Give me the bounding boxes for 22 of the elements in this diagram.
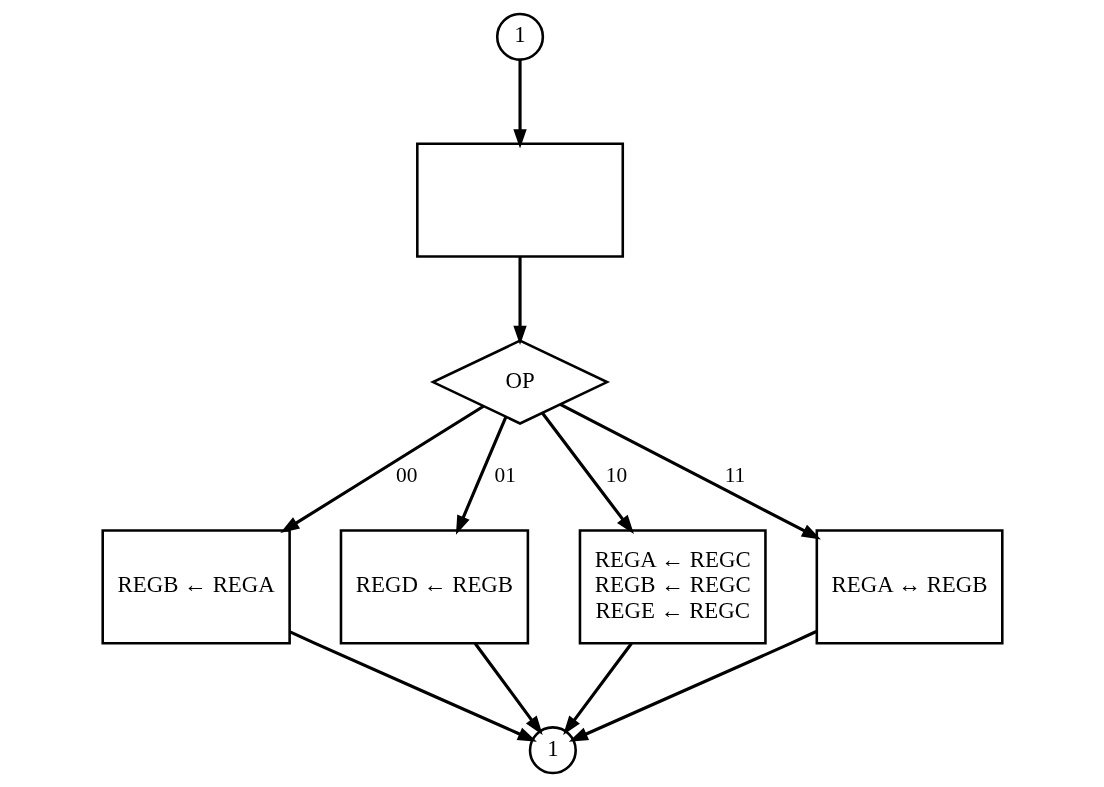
node-circle: 1 <box>495 12 544 61</box>
arrow <box>568 630 817 742</box>
arrow <box>512 59 527 149</box>
edge-label: 01 <box>494 462 516 487</box>
arrow <box>559 402 821 540</box>
node-box: REGA ← REGC REGB ← REGC REGE ← REGC <box>578 529 767 645</box>
arrow <box>473 642 543 735</box>
arrow <box>279 404 484 533</box>
arrow <box>512 256 527 345</box>
edge-label: 00 <box>395 462 417 487</box>
arrow <box>540 412 634 535</box>
node-box: REGB ← REGA <box>100 529 291 645</box>
arrow <box>288 630 537 742</box>
arrow <box>562 642 633 735</box>
arrow <box>455 416 507 535</box>
node-box <box>415 142 624 258</box>
edge-label: 10 <box>605 462 627 487</box>
edge-label: 11 <box>724 462 745 487</box>
node-diamond: OP <box>429 339 610 425</box>
node-box: REGD ← REGB <box>339 529 529 645</box>
node-box: REGA ↔ REGB <box>815 529 1004 645</box>
node-circle: 1 <box>528 726 577 775</box>
